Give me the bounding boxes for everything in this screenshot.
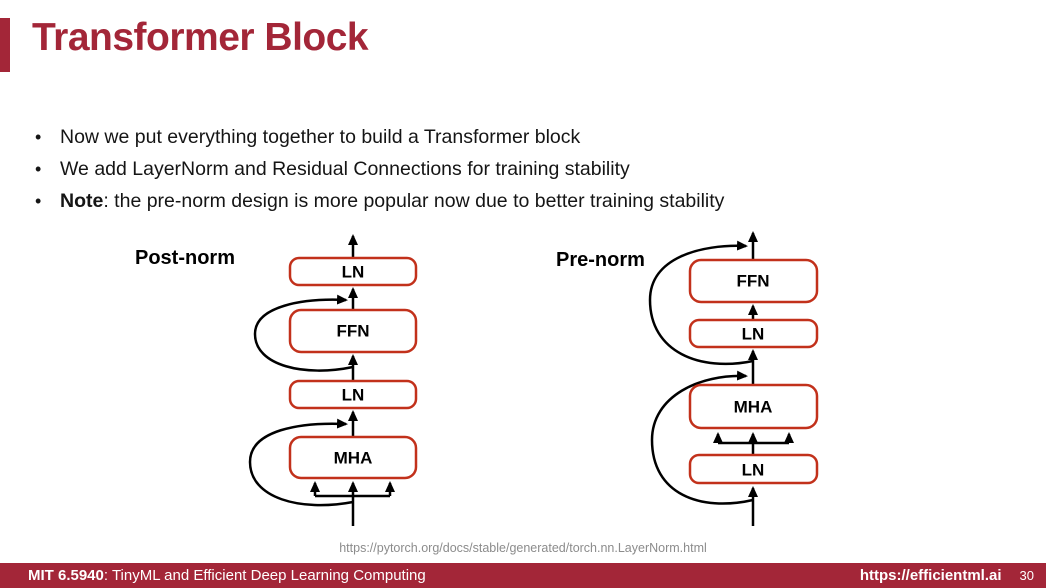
mha-residual-curve	[650, 370, 754, 505]
ffn-box-label: FFN	[736, 272, 769, 291]
bullet-item: We add LayerNorm and Residual Connection…	[30, 153, 930, 185]
bullet-text: We add LayerNorm and Residual Connection…	[60, 158, 630, 180]
ln-box	[688, 453, 819, 485]
bullet-item: Now we put everything together to build …	[30, 121, 930, 153]
ffn-residual-curve	[648, 240, 754, 366]
footer-page-number: 30	[1019, 568, 1034, 583]
ln-box-label: LN	[342, 386, 365, 405]
ffn-box-label: FFN	[336, 322, 369, 341]
ln-box-label: LN	[742, 325, 765, 344]
bullet-text: : the pre-norm design is more popular no…	[103, 190, 725, 212]
ln-box	[288, 256, 418, 287]
bullet-text: Now we put everything together to build …	[60, 126, 581, 148]
page-title: Transformer Block	[32, 16, 369, 59]
footer-course-code: MIT 6.5940	[28, 567, 104, 584]
ln-box	[288, 379, 418, 410]
bullet-item: Note: the pre-norm design is more popula…	[30, 185, 930, 217]
bullet-bold-prefix: Note	[60, 190, 104, 212]
footer-course: MIT 6.5940: TinyML and Efficient Deep Le…	[28, 567, 426, 584]
mha-box-label: MHA	[334, 449, 373, 468]
mha-box	[688, 383, 819, 430]
mha-box	[288, 435, 418, 480]
footer-website-link[interactable]: https://efficientml.ai	[859, 567, 1002, 584]
mha-residual-curve	[248, 418, 354, 507]
post-norm-label: Post-norm	[135, 247, 235, 269]
bullet-list: Now we put everything together to build …	[30, 121, 930, 217]
post-norm-diagram: LN FFN LN MHA	[248, 234, 418, 526]
ffn-box	[288, 308, 418, 354]
pre-norm-diagram: FFN LN MHA LN	[648, 231, 819, 526]
mha-box-label: MHA	[734, 398, 773, 417]
ln-box	[688, 318, 819, 349]
ffn-residual-curve	[253, 294, 354, 372]
pre-norm-label: Pre-norm	[556, 249, 645, 271]
citation-url[interactable]: https://pytorch.org/docs/stable/generate…	[339, 541, 707, 555]
ln-box-label: LN	[342, 263, 365, 282]
ffn-box	[688, 258, 819, 304]
footer-right: https://efficientml.ai 30	[860, 567, 1034, 584]
ln-box-label: LN	[742, 461, 765, 480]
footer-course-name: : TinyML and Efficient Deep Learning Com…	[103, 567, 426, 584]
footer-bar: MIT 6.5940: TinyML and Efficient Deep Le…	[0, 563, 1046, 588]
title-accent-bar	[0, 18, 10, 72]
